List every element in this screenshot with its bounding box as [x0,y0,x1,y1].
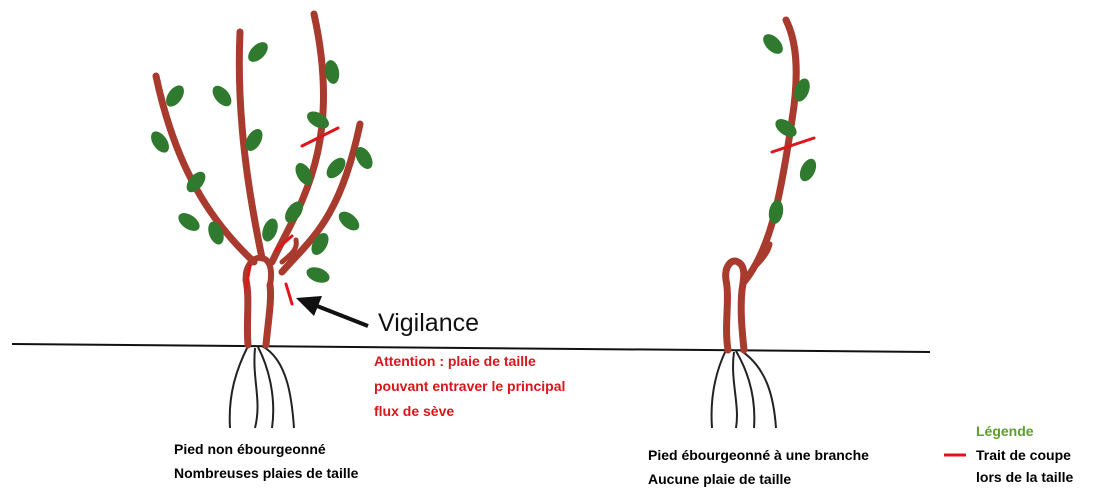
right-vine-caption-1: Pied ébourgeonné à une branche [648,444,869,466]
vigilance-label: Vigilance [378,309,479,338]
left-vine-caption-2: Nombreuses plaies de taille [174,462,358,484]
warning-line-2: pouvant entraver le principal [374,375,565,397]
left-vine-roots [230,346,294,428]
legend-item-line-2: lors de la taille [976,466,1073,488]
right-vine-wood [726,20,797,350]
right-vine-leaves [760,31,820,225]
right-vine-roots [712,350,776,428]
left-vine-caption-1: Pied non ébourgeonné [174,438,326,460]
warning-line-3: flux de sève [374,400,454,422]
right-vine-caption-2: Aucune plaie de taille [648,468,791,490]
vigilance-arrow [296,296,368,326]
legend-title: Légende [976,420,1034,442]
legend-item-line-1: Trait de coupe [976,444,1071,466]
right-vine-cut-mark [772,138,814,152]
warning-line-1: Attention : plaie de taille [374,350,536,372]
